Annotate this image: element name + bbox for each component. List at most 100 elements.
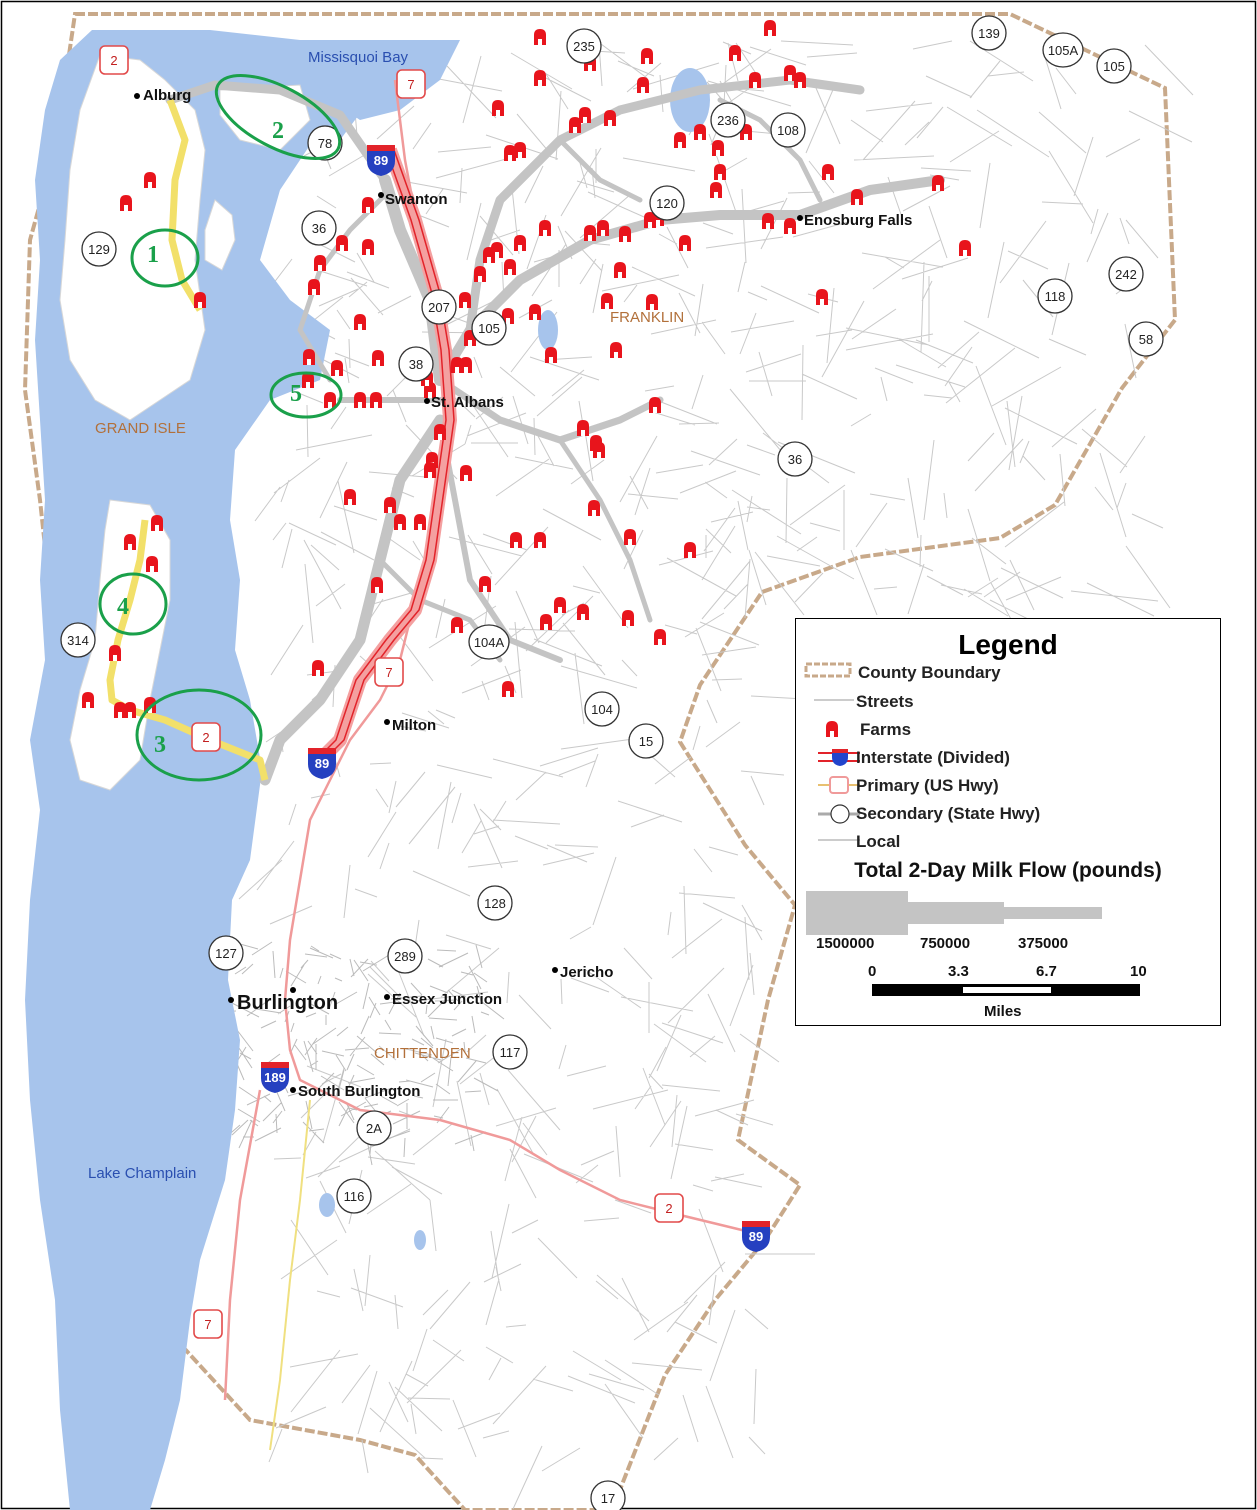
state-route-shield: 314 — [60, 622, 96, 658]
svg-text:4: 4 — [117, 594, 129, 620]
route-shields: 235139105A105782361081203612920710538242… — [60, 15, 1164, 1510]
flow-route — [379, 174, 446, 386]
legend-title: Legend — [958, 629, 1058, 660]
svg-text:2: 2 — [202, 730, 209, 745]
milk-flow-routes — [165, 75, 945, 786]
farm-icon — [372, 350, 384, 366]
farm-icon — [593, 442, 605, 458]
svg-text:104: 104 — [591, 702, 613, 717]
svg-text:17: 17 — [601, 1491, 615, 1506]
farm-icon — [622, 610, 634, 626]
farm-icon — [124, 702, 136, 718]
legend-box: Legend County Boundary Streets Farms Int… — [795, 618, 1221, 1026]
farm-icon — [504, 259, 516, 275]
farm-icon — [370, 392, 382, 408]
grand-isle-highway — [106, 98, 269, 781]
farm-icon — [597, 220, 609, 236]
legend-flow-title: Total 2-Day Milk Flow (pounds) — [854, 859, 1162, 882]
state-route-shield: 38 — [398, 346, 434, 382]
farm-icon — [729, 45, 741, 61]
farm-icon — [82, 692, 94, 708]
farm-icon — [362, 239, 374, 255]
annotation-marker: 1 — [130, 228, 200, 288]
farm-icon — [610, 342, 622, 358]
us-route-shield: 7 — [396, 69, 426, 99]
svg-text:242: 242 — [1115, 267, 1137, 282]
farm-icon — [588, 500, 600, 516]
svg-text:89: 89 — [749, 1229, 763, 1244]
local-hwy-south — [269, 1099, 311, 1451]
farm-icon — [679, 235, 691, 251]
farm-icon — [424, 462, 436, 478]
us-route-shield: 2 — [191, 722, 221, 752]
farm-icon — [492, 100, 504, 116]
town-swanton: Swanton — [385, 191, 448, 208]
farm-icon — [336, 235, 348, 251]
farm-icon — [324, 392, 336, 408]
farm-icon — [604, 110, 616, 126]
town-dots — [134, 93, 803, 1093]
farm-icon — [822, 164, 834, 180]
interstate-89-route — [315, 147, 457, 765]
farm-icon — [712, 140, 724, 156]
town-essex-junction: Essex Junction — [392, 991, 502, 1008]
farm-icon — [584, 225, 596, 241]
state-route-shield: 2A — [356, 1110, 392, 1146]
legend-local: Local — [856, 832, 901, 851]
farm-icon — [534, 70, 546, 86]
svg-text:89: 89 — [315, 756, 329, 771]
state-route-shield: 235 — [566, 28, 602, 64]
farm-icon — [784, 218, 796, 234]
farm-icon — [694, 124, 706, 140]
farm-icon — [394, 514, 406, 530]
town-milton: Milton — [392, 717, 436, 734]
flow-value-3: 375000 — [1018, 935, 1069, 952]
farm-icon — [124, 534, 136, 550]
chittenden-county-label: CHITTENDEN — [374, 1045, 471, 1062]
farm-icon — [851, 189, 863, 205]
svg-text:15: 15 — [639, 734, 653, 749]
farm-icon — [762, 213, 774, 229]
farm-icon — [362, 197, 374, 213]
farm-icon — [384, 497, 396, 513]
state-route-shield: 58 — [1128, 321, 1164, 357]
svg-text:289: 289 — [394, 949, 416, 964]
grand-isle-county-label: GRAND ISLE — [95, 420, 186, 437]
farm-icon — [151, 515, 163, 531]
svg-text:104A: 104A — [474, 635, 505, 650]
svg-text:3: 3 — [154, 732, 166, 758]
farm-icon — [554, 597, 566, 613]
interstate-shield: 89 — [308, 748, 336, 779]
interstate-shield: 89 — [742, 1221, 770, 1252]
state-route-shield: 36 — [777, 441, 813, 477]
flow-value-1: 1500000 — [816, 935, 875, 952]
svg-text:120: 120 — [656, 196, 678, 211]
farm-icon — [312, 660, 324, 676]
state-route-shield: 289 — [387, 938, 423, 974]
farm-icon — [504, 145, 516, 161]
legend-interstate: Interstate (Divided) — [856, 748, 1010, 767]
legend-streets: Streets — [856, 692, 914, 711]
scale-tick-2: 6.7 — [1036, 963, 1057, 980]
us-route-shield: 7 — [374, 657, 404, 687]
farm-icon — [502, 308, 514, 324]
farm-icon — [577, 420, 589, 436]
farm-icon — [474, 266, 486, 282]
legend-primary: Primary (US Hwy) — [856, 776, 999, 795]
farm-icon — [545, 347, 557, 363]
svg-text:314: 314 — [67, 633, 89, 648]
farm-icon — [510, 532, 522, 548]
town-jericho: Jericho — [560, 964, 613, 981]
farm-icon — [579, 107, 591, 123]
local-symbol — [818, 839, 860, 841]
interstate-symbol — [818, 749, 860, 766]
farm-icon — [303, 349, 315, 365]
svg-text:58: 58 — [1139, 332, 1153, 347]
farm-icon — [932, 175, 944, 191]
farm-icon — [144, 172, 156, 188]
legend-farms: Farms — [860, 720, 912, 739]
farm-icon — [641, 48, 653, 64]
town-south-burlington: South Burlington — [298, 1083, 420, 1100]
